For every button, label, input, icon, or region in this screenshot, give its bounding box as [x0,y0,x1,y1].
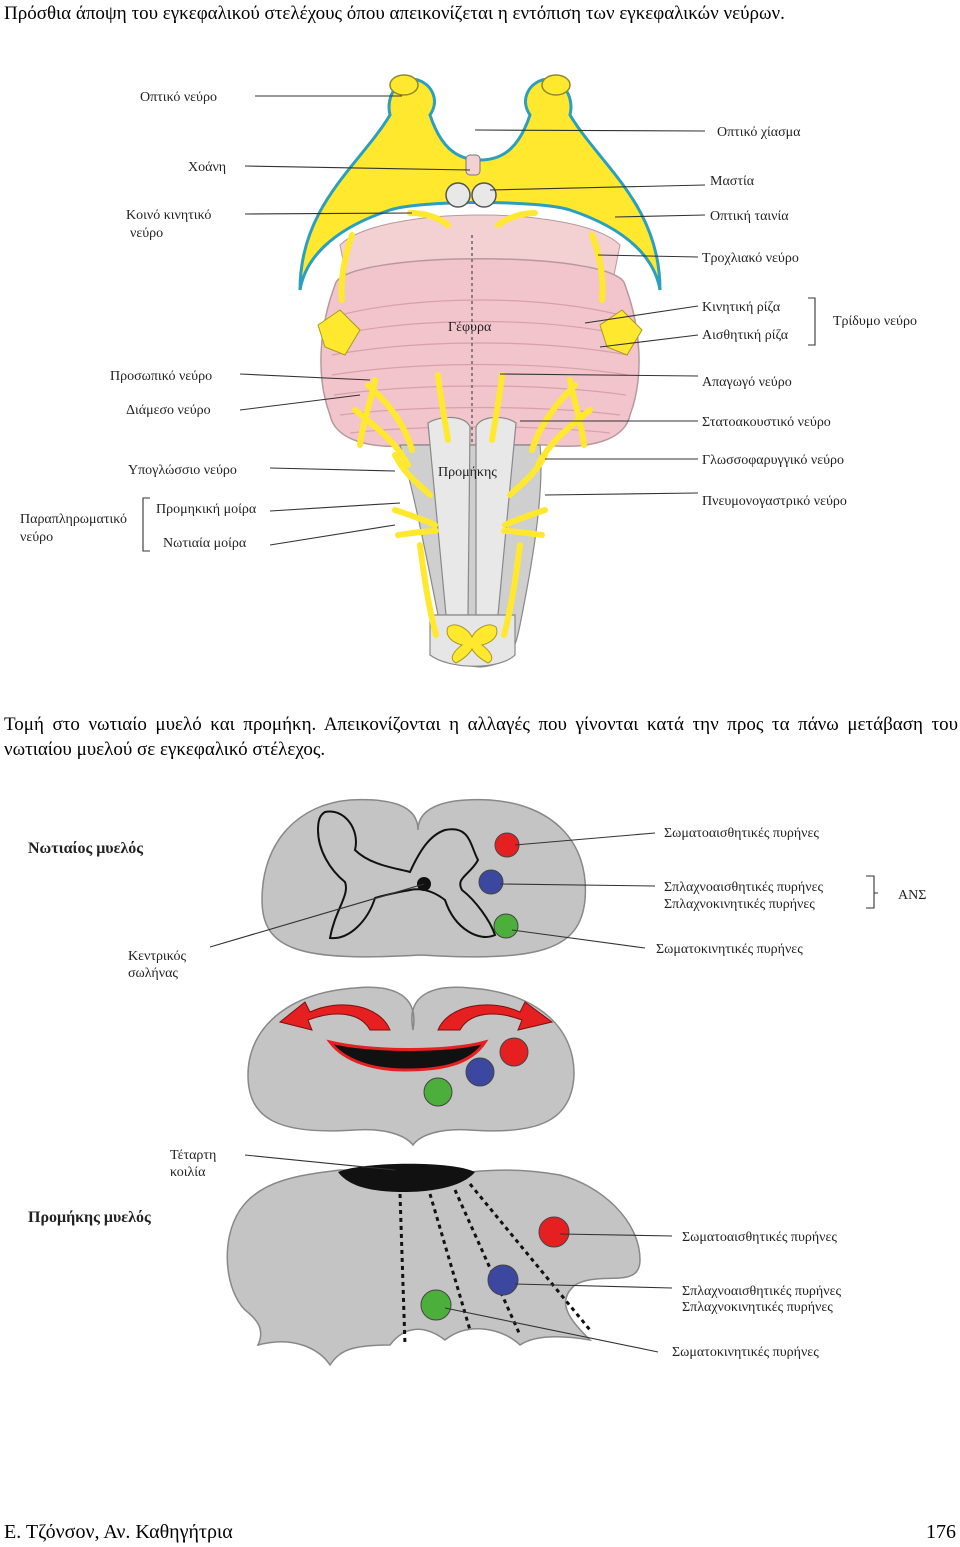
label-oculomotor-line2: νεύρο [130,226,163,241]
spinal-somatomotor-nucleus [493,913,519,939]
label-cranial-part: Προμηκική μοίρα [156,502,257,517]
label-sensory-root: Αισθητική ρίζα [702,328,789,343]
label-fourth-ventricle-line1: Τέταρτη [170,1148,216,1163]
label-medulla-title: Προμήκης μυελός [28,1209,151,1226]
label-somatosensory-2: Σωματοαισθητικές πυρήνες [682,1230,837,1245]
label-somatomotor-2: Σωματοκινητικές πυρήνες [672,1345,819,1360]
label-mammillary: Μαστία [710,174,755,189]
spinal-gray-matter-outline [316,810,497,940]
label-visceromotor: Σπλαχνοκινητικές πυρήνες [664,897,815,912]
arrow-left [278,1001,391,1031]
label-ans: ΑΝΣ [898,888,926,903]
label-infundibulum: Χοάνη [188,160,226,175]
cranial-nerves [338,210,606,638]
brainstem-diagram: Οπτικό νεύρο Χοάνη Κοινό κινητικό νεύρο … [20,74,917,668]
label-glossopharyngeal: Γλωσσοφαρυγγικό νεύρο [702,453,844,468]
transitional-somatosensory [499,1037,529,1067]
label-visceromotor-2: Σπλαχνοκινητικές πυρήνες [682,1300,833,1315]
optic-nerve-right-end [541,74,571,96]
label-abducens: Απαγωγό νεύρο [702,375,792,390]
footer-author: Ε. Τζόνσον, Αν. Καθηγήτρια [4,1521,233,1543]
label-pons: Γέφυρα [448,320,492,335]
medulla-somatomotor [420,1289,452,1321]
optic-nerve-left-end [389,74,419,96]
label-vagus: Πνευμονογαστρικό νεύρο [702,494,847,509]
label-medulla: Προμήκης [438,465,497,480]
label-optic-nerve: Οπτικό νεύρο [140,90,217,105]
label-intermediate: Διάμεσο νεύρο [126,403,211,418]
label-hypoglossal: Υπογλώσσιο νεύρο [128,463,237,478]
label-trochlear: Τροχλιακό νεύρο [702,251,799,266]
pyramid-right [475,416,517,616]
infundibulum [465,154,481,176]
mammillary-right [471,182,497,208]
label-viscerosensory: Σπλαχνοαισθητικές πυρήνες [664,880,823,895]
label-accessory-line1: Παραπληρωματικό [20,512,127,527]
label-viscerosensory-2: Σπλαχνοαισθητικές πυρήνες [682,1284,841,1299]
label-oculomotor-line1: Κοινό κινητικό [126,208,211,223]
label-fourth-ventricle-line2: κοιλία [170,1165,206,1180]
label-central-canal-line1: Κεντρικός [128,949,186,964]
label-spinal-cord-title: Νωτιαίος μυελός [28,840,143,857]
spinal-visceral-nucleus [478,869,504,895]
label-optic-tract: Οπτική ταινία [710,209,789,224]
sulcus-lines [398,1183,592,1346]
figure-caption-brainstem: Πρόσθια άποψη του εγκεφαλικού στελέχους … [4,3,785,24]
label-optic-chiasm: Οπτικό χίασμα [717,125,801,140]
transitional-visceral [465,1057,495,1087]
figure-caption-sections: Τομή στο νωτιαίο μυελό και προμήκη. Απει… [4,714,958,760]
label-trigeminal: Τρίδυμο νεύρο [833,314,917,329]
label-somatosensory: Σωματοαισθητικές πυρήνες [664,826,819,841]
label-vestibulocochlear: Στατοακουστικό νεύρο [702,415,831,430]
footer-page-number: 176 [926,1521,956,1543]
label-central-canal-line2: σωλήνας [128,966,178,981]
label-accessory-line2: νεύρο [20,530,53,545]
trigeminal-left [317,309,361,356]
leader-lines-brainstem [142,95,816,552]
open-canal [326,1039,489,1072]
medulla-section [226,1169,641,1367]
medulla-visceral [487,1264,519,1296]
pyramid-left [427,416,471,616]
leader-lines-sections [209,832,878,1353]
sections-diagram: Νωτιαίος μυελός Κεντρικός σωλήνας Σωματο… [28,798,926,1367]
fourth-ventricle-shape [338,1163,475,1192]
label-spinal-part: Νωτιαία μοίρα [163,536,247,551]
medulla-somatosensory [538,1216,570,1248]
mammillary-left [445,182,471,208]
transitional-somatomotor [423,1077,453,1107]
arrow-right [437,1001,554,1031]
spinal-gray-butterfly [446,624,498,664]
label-facial: Προσωπικό νεύρο [110,369,212,384]
label-somatomotor: Σωματοκινητικές πυρήνες [656,942,803,957]
label-motor-root: Κινητική ρίζα [702,300,781,315]
